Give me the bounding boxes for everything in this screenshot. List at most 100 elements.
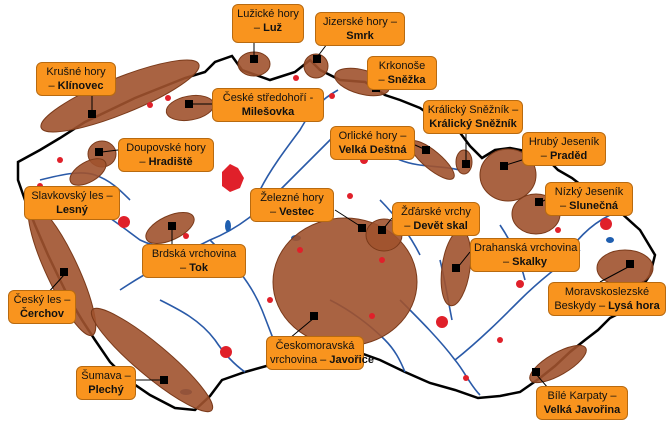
label-slavkovsky: Slavkovský les – Lesný xyxy=(24,186,120,220)
city-praha xyxy=(222,164,244,192)
label-drahanska: Drahanská vrchovina – Skalky xyxy=(470,238,580,272)
range-slavkovsky xyxy=(69,158,107,186)
city xyxy=(165,95,171,101)
range-name: Českomoravská xyxy=(275,340,355,352)
peak-name: Skalky xyxy=(512,256,548,268)
separator: – xyxy=(404,220,411,232)
range-name: Český les – xyxy=(13,294,71,306)
range-moravskoslezske xyxy=(596,249,654,287)
label-zelezne: Železné hory – Vestec xyxy=(250,188,334,222)
city xyxy=(600,218,612,230)
peak-name: Sněžka xyxy=(387,74,426,86)
city xyxy=(293,75,299,81)
separator: Beskydy – xyxy=(554,300,606,312)
label-krkonose: Krkonoše – Sněžka xyxy=(367,56,437,90)
peak-name: Lesný xyxy=(56,204,88,216)
separator: – xyxy=(139,156,146,168)
peak-name: Králický Sněžník xyxy=(429,118,517,130)
city xyxy=(329,93,335,99)
separator: – xyxy=(253,22,261,34)
separator: – xyxy=(540,150,547,162)
city xyxy=(57,157,63,163)
label-nizky-jesenik: Nízký Jeseník – Slunečná xyxy=(545,182,633,216)
peak-name: Čerchov xyxy=(19,308,65,320)
label-doupovske: Doupovské hory – Hradiště xyxy=(118,138,214,172)
label-orlicke: Orlické hory – Velká Deštná xyxy=(330,126,415,160)
separator: – xyxy=(269,206,277,218)
range-name: Slavkovský les – xyxy=(31,190,113,202)
city xyxy=(497,337,503,343)
peak-name: Lysá hora xyxy=(608,300,660,312)
city xyxy=(379,257,385,263)
city xyxy=(369,313,375,319)
label-cesky-les: Český les – Čerchov xyxy=(8,290,76,324)
cities xyxy=(37,75,612,381)
label-hruby-jesenik: Hrubý Jeseník – Praděd xyxy=(522,132,606,166)
range-name: Brdská vrchovina xyxy=(151,248,237,260)
range-name: Bílé Karpaty – xyxy=(547,390,617,402)
range-name: Železné hory xyxy=(260,192,324,204)
city xyxy=(220,346,232,358)
label-ceske-stredohori: České středohoří - Milešovka xyxy=(212,88,324,122)
separator: – xyxy=(180,262,187,274)
label-zdarske: Žďárské vrchy – Devět skal xyxy=(392,202,480,236)
separator: vrchovina – xyxy=(270,354,327,366)
label-krusne: Krušné hory – Klínovec xyxy=(36,62,116,96)
city xyxy=(118,216,130,228)
range-name: Orlické hory – xyxy=(338,130,407,142)
city xyxy=(147,102,153,108)
range-name: Nízký Jeseník xyxy=(554,186,624,198)
city xyxy=(436,316,448,328)
label-brdska: Brdská vrchovina – Tok xyxy=(142,244,246,278)
city xyxy=(463,375,469,381)
range-name: Drahanská vrchovina xyxy=(474,242,578,254)
range-name: Moravskoslezské xyxy=(564,286,650,298)
range-name: Hrubý Jeseník xyxy=(528,136,600,148)
separator: – xyxy=(559,200,567,212)
mountain-ranges xyxy=(27,51,654,413)
label-luzicke: Lužické hory – Luž xyxy=(232,4,304,43)
peak-name: Slunečná xyxy=(569,200,619,212)
label-bile-karpaty: Bílé Karpaty – Velká Javořina xyxy=(536,386,628,420)
label-moravskoslezske: Moravskoslezské Beskydy – Lysá hora xyxy=(548,282,666,316)
peak-name: Vestec xyxy=(279,206,315,218)
peak-name: Devět skal xyxy=(413,220,468,232)
separator: – xyxy=(48,80,55,92)
peak-name: Plechý xyxy=(88,384,124,396)
range-name: Krušné hory xyxy=(46,66,106,78)
range-jizerske xyxy=(303,53,329,79)
peak-name: Javořice xyxy=(329,354,374,366)
range-bile-karpaty xyxy=(529,344,587,384)
peak-name: Praděd xyxy=(549,150,588,162)
city xyxy=(267,297,273,303)
city xyxy=(516,280,524,288)
peak-name: Velká Deštná xyxy=(338,144,407,156)
range-name: Lužické hory xyxy=(237,8,299,20)
peak-name: Luž xyxy=(263,22,283,34)
city xyxy=(347,193,353,199)
peak-name: Tok xyxy=(189,262,208,274)
range-name: Králický Sněžník – xyxy=(427,104,519,116)
city xyxy=(297,247,303,253)
range-name: Krkonoše xyxy=(378,60,426,72)
peak-name: Hradiště xyxy=(148,156,193,168)
peak-name: Smrk xyxy=(346,30,374,42)
range-name: Šumava – xyxy=(81,370,131,382)
separator: – xyxy=(502,256,510,268)
range-name: Žďárské vrchy xyxy=(401,206,471,218)
peak-name: Velká Javořina xyxy=(543,404,621,416)
label-sumava: Šumava – Plechý xyxy=(76,366,136,400)
range-name: Doupovské hory xyxy=(126,142,206,154)
peak-name: Milešovka xyxy=(241,106,295,118)
range-name: Jizerské hory – xyxy=(323,16,397,28)
peak-name: Klínovec xyxy=(57,80,104,92)
city xyxy=(555,227,561,233)
city xyxy=(183,233,189,239)
label-jizerske: Jizerské hory – Smrk xyxy=(315,12,405,46)
label-ceskomoravska: Českomoravská vrchovina – Javořice xyxy=(266,336,374,370)
range-sumava xyxy=(90,307,214,413)
separator: – xyxy=(378,74,385,86)
range-name: České středohoří - xyxy=(222,92,314,104)
label-kralicky: Králický Sněžník – Králický Sněžník xyxy=(423,100,523,134)
